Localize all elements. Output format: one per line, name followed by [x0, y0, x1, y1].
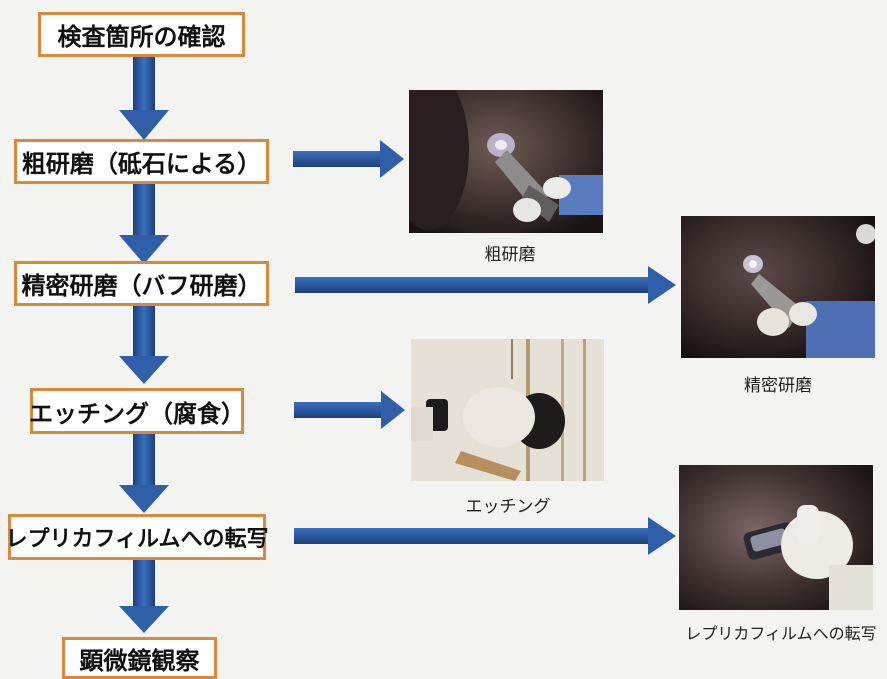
right-arrow-precise	[295, 266, 676, 304]
etching-image	[411, 339, 604, 481]
precise-polishing-image	[681, 216, 875, 358]
caption-etching: エッチング	[465, 497, 551, 517]
caption-replica-transfer: レプリカフィルムへの転写	[685, 624, 877, 643]
down-arrow-4	[119, 434, 169, 513]
photo-etching	[411, 339, 604, 481]
replica-transfer-image	[679, 465, 873, 610]
down-arrow-3	[119, 306, 169, 384]
photo-rough-polishing	[409, 90, 603, 233]
step-precise-polishing: 精密研磨（バフ研磨）	[14, 261, 269, 306]
caption-rough-polishing: 粗研磨	[484, 245, 536, 265]
down-arrow-2	[119, 184, 169, 264]
caption-precise-polishing: 精密研磨	[744, 376, 812, 396]
photo-replica-transfer	[679, 465, 873, 610]
right-arrow-etching	[294, 391, 405, 429]
down-arrow-1	[119, 57, 169, 140]
down-arrow-5	[119, 560, 169, 633]
right-arrow-replica	[294, 517, 676, 555]
step-replica-transfer: レプリカフィルムへの転写	[5, 514, 269, 560]
step-microscope-observation: 顕微鏡観察	[62, 637, 217, 679]
rough-polishing-image	[409, 90, 603, 233]
step-etching: エッチング（腐食）	[29, 388, 245, 434]
step-inspection-check: 検査箇所の確認	[38, 12, 245, 57]
photo-precise-polishing	[681, 216, 875, 358]
right-arrow-rough	[293, 140, 404, 178]
step-rough-polishing: 粗研磨（砥石による）	[14, 139, 269, 184]
